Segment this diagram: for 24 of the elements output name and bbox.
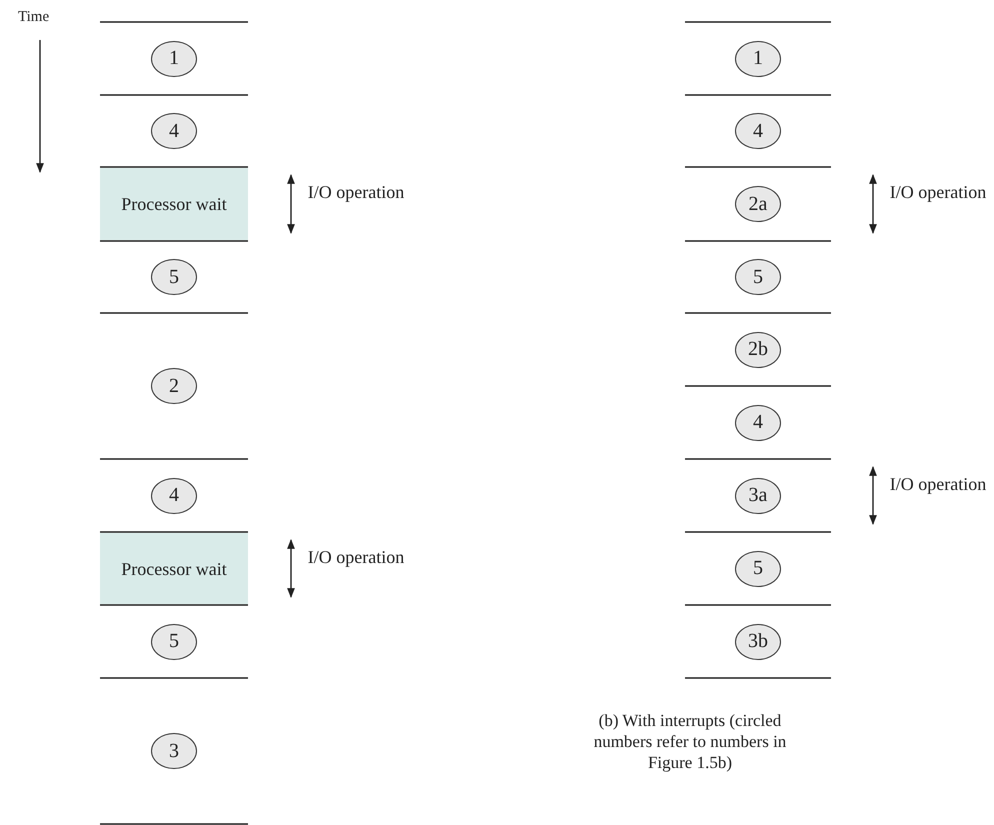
- circled-number: 5: [735, 550, 781, 586]
- circled-number: 2: [151, 368, 197, 404]
- circled-number: 3: [151, 733, 197, 769]
- circled-number: 5: [151, 259, 197, 295]
- circled-number: 4: [151, 113, 197, 149]
- circled-number: 1: [735, 40, 781, 76]
- circled-number: 4: [735, 113, 781, 149]
- annotation-text: I/O operation: [888, 473, 988, 495]
- annotation-text: I/O operation: [888, 181, 988, 203]
- shaded-band: Processor wait: [100, 168, 248, 240]
- circled-number: 3a: [735, 478, 781, 514]
- annotation-text: I/O operation: [306, 546, 406, 568]
- caption: (b) With interrupts (circled numbers refer to numbers in Figure 1.5b): [592, 710, 788, 773]
- circled-number: 4: [151, 478, 197, 514]
- time-label: Time: [18, 8, 50, 27]
- circled-number: 2b: [735, 332, 781, 368]
- circled-number: 1: [151, 40, 197, 76]
- circled-number: 2a: [735, 186, 781, 222]
- circled-number: 4: [735, 404, 781, 440]
- shaded-band: Processor wait: [100, 533, 248, 604]
- circled-number: 5: [735, 259, 781, 295]
- circled-number: 3b: [735, 624, 781, 660]
- annotation-text: I/O operation: [306, 181, 406, 203]
- circled-number: 5: [151, 624, 197, 660]
